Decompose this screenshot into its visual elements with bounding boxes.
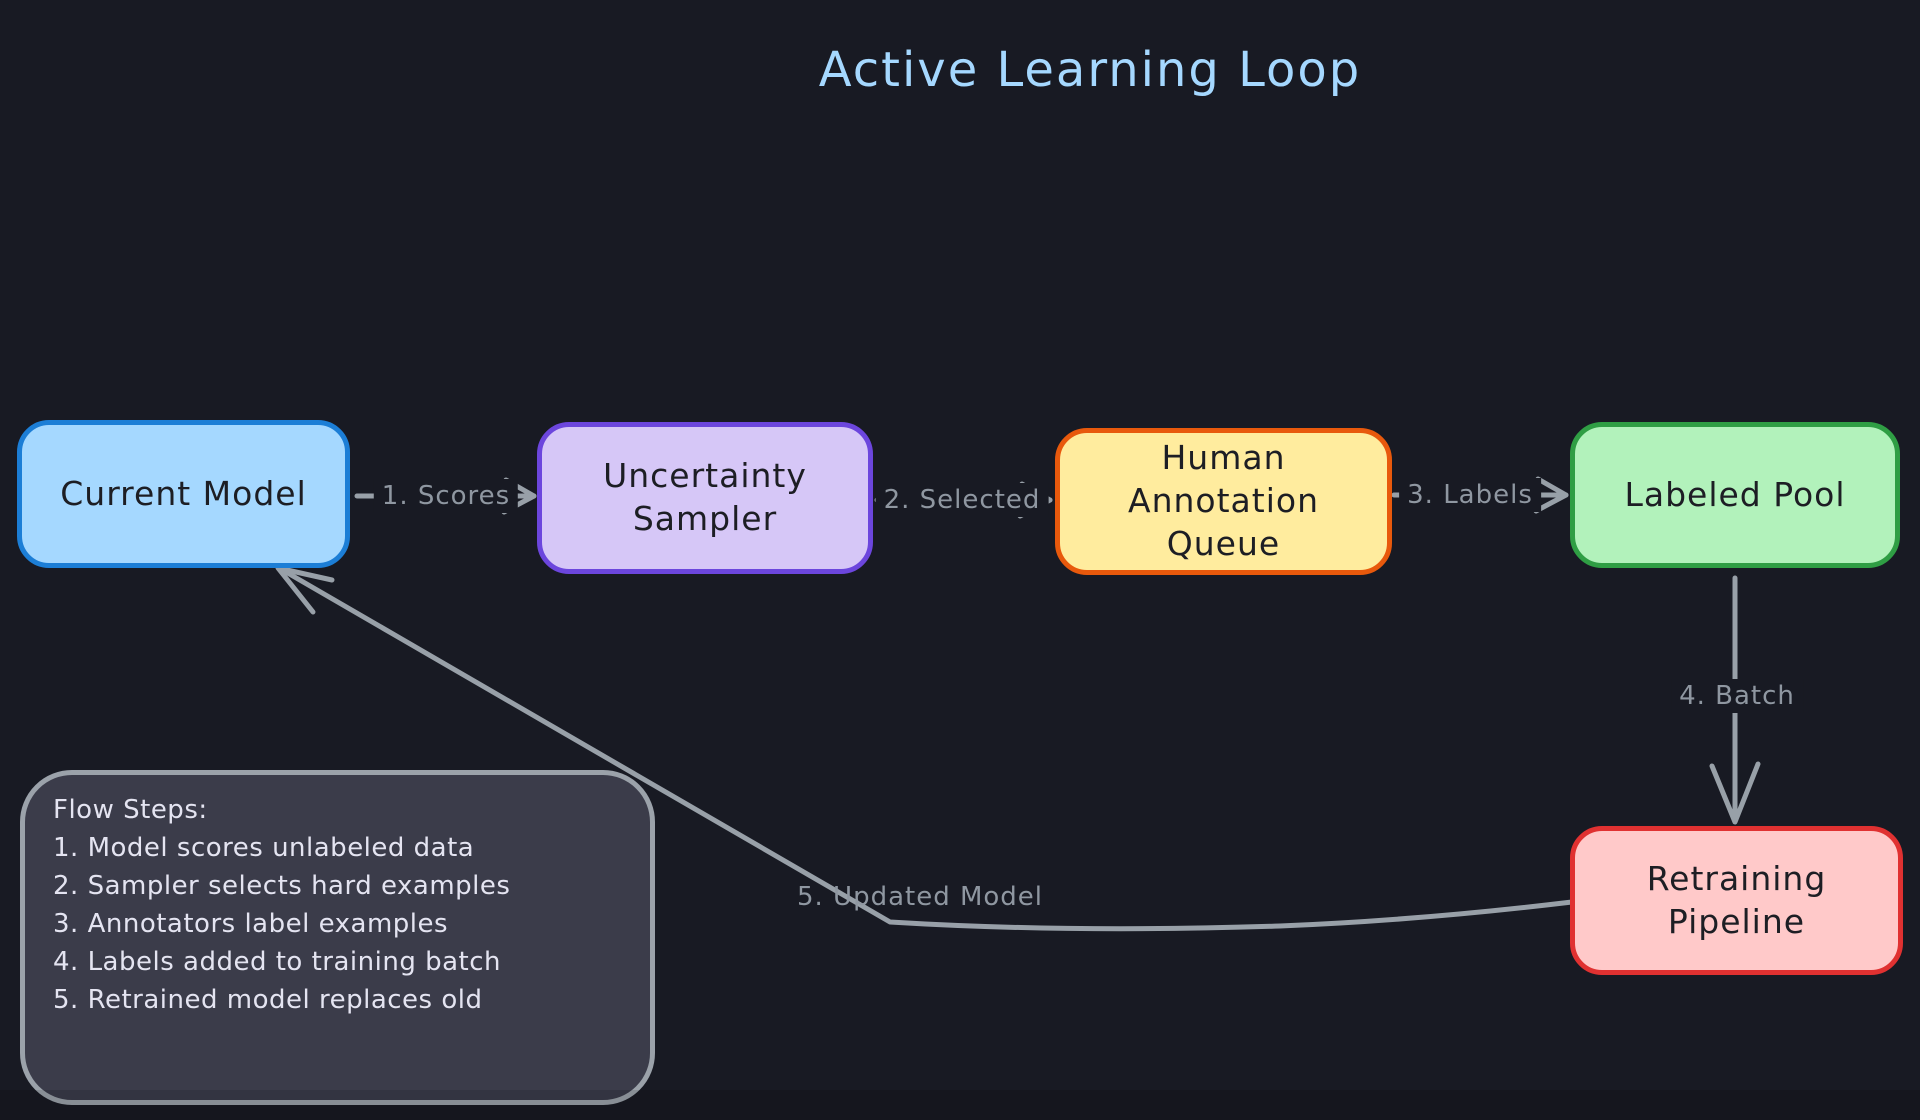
node-current-model-label: Current Model xyxy=(60,473,307,513)
flow-steps-note[interactable]: Flow Steps: 1. Model scores unlabeled da… xyxy=(20,770,655,1105)
node-labeled-pool-label: Labeled Pool xyxy=(1624,474,1846,514)
flow-steps-title: Flow Steps: xyxy=(53,795,208,825)
diagram-title[interactable]: Active Learning Loop xyxy=(818,42,1362,98)
flow-step-4: 4. Labels added to training batch xyxy=(53,947,501,977)
node-uncertainty-sampler[interactable]: Uncertainty Sampler xyxy=(537,422,873,574)
node-human-annotation-queue-label: Human Annotation Queue xyxy=(1128,438,1319,563)
edge-label-selected[interactable]: 2. Selected xyxy=(875,483,1049,517)
node-labeled-pool[interactable]: Labeled Pool xyxy=(1570,422,1900,568)
edge-label-labels[interactable]: 3. Labels xyxy=(1399,478,1541,512)
node-current-model[interactable]: Current Model xyxy=(17,420,350,568)
node-uncertainty-sampler-label: Uncertainty Sampler xyxy=(603,456,807,538)
flow-step-5: 5. Retrained model replaces old xyxy=(53,985,483,1015)
flow-step-1: 1. Model scores unlabeled data xyxy=(53,833,475,863)
node-human-annotation-queue[interactable]: Human Annotation Queue xyxy=(1055,428,1392,575)
flow-step-3: 3. Annotators label examples xyxy=(53,909,449,939)
edge-label-scores[interactable]: 1. Scores xyxy=(373,479,519,513)
node-retraining-pipeline-label: Retraining Pipeline xyxy=(1646,858,1827,941)
edge-label-batch[interactable]: 4. Batch xyxy=(1671,679,1803,713)
edge-label-updated-model[interactable]: 5. Updated Model xyxy=(796,882,1044,912)
flow-step-2: 2. Sampler selects hard examples xyxy=(53,871,511,901)
node-retraining-pipeline[interactable]: Retraining Pipeline xyxy=(1570,826,1903,975)
canvas-bottom-shade xyxy=(0,1090,1920,1120)
